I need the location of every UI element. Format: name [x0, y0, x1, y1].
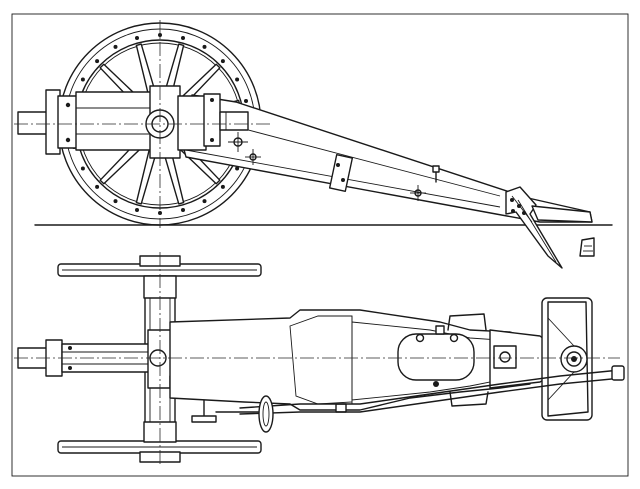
trail-plan	[169, 309, 531, 413]
rim-bolt	[158, 33, 162, 37]
rim-bolt	[135, 208, 139, 212]
handwheel	[215, 395, 274, 433]
wheel-plan-top	[57, 255, 262, 299]
rim-bolt	[80, 77, 85, 82]
rim-bolt	[181, 36, 185, 40]
rim-bolt	[244, 99, 248, 103]
traverse-lever	[239, 365, 625, 415]
trail-end-plan	[489, 297, 593, 421]
rim-bolt	[235, 166, 240, 171]
rim-bolt	[181, 208, 185, 212]
trail-window	[397, 333, 475, 381]
rim-bolt	[80, 166, 85, 171]
barrel-side	[17, 85, 249, 159]
drawing-frame	[11, 13, 629, 477]
rim-bolt	[113, 44, 118, 49]
rim-bolt	[202, 199, 207, 204]
side-elevation-view	[14, 20, 595, 269]
rim-bolt	[220, 59, 225, 64]
rim-bolt	[220, 184, 225, 189]
rim-bolt	[95, 184, 100, 189]
rim-bolt	[202, 44, 207, 49]
plan-view	[14, 252, 625, 466]
rim-bolt	[135, 36, 139, 40]
wheel-plan-bottom	[57, 421, 262, 463]
rim-bolt	[113, 199, 118, 204]
trail-eye-side	[531, 205, 593, 223]
rim-bolt	[235, 77, 240, 82]
rim-bolt	[95, 59, 100, 64]
